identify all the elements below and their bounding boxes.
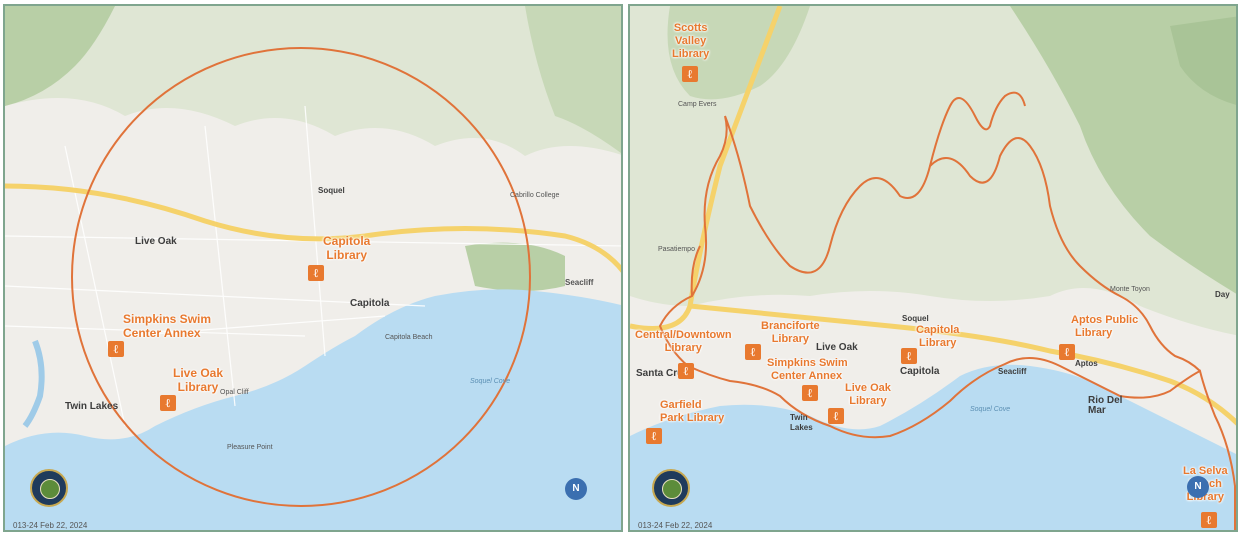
place-twin-lakes: Twin Lakes xyxy=(790,413,813,432)
library-label-capitola: Capitola Library xyxy=(916,324,959,350)
library-icon[interactable]: ℓ xyxy=(828,408,844,424)
library-name-line3: Library xyxy=(672,48,710,60)
place-capitola: Capitola xyxy=(350,298,390,309)
right-map-panel[interactable]: Live Oak Soquel Capitola Seacliff Aptos … xyxy=(628,4,1238,532)
county-seal-logo xyxy=(30,469,68,507)
library-name-line1: Capitola xyxy=(916,324,960,336)
place-pleasure-point: Pleasure Point xyxy=(227,444,273,451)
library-icon[interactable]: ℓ xyxy=(646,428,662,444)
library-label-scotts-valley: Scotts Valley Library xyxy=(672,22,709,61)
place-aptos: Aptos xyxy=(1075,359,1098,368)
library-icon[interactable]: ℓ xyxy=(802,385,818,401)
place-capitola: Capitola xyxy=(900,366,940,377)
library-name-line2: Valley xyxy=(675,35,707,47)
map-footer: 013-24 Feb 22, 2024 xyxy=(13,521,88,530)
library-name-line2: Center Annex xyxy=(123,326,201,340)
library-icon[interactable]: ℓ xyxy=(901,348,917,364)
place-soquel-cove: Soquel Cove xyxy=(470,378,511,385)
library-label-aptos: Aptos Public Library xyxy=(1071,314,1138,340)
place-seacliff: Seacliff xyxy=(565,278,594,287)
library-label-capitola: Capitola Library xyxy=(323,234,370,262)
library-label-live-oak: Live Oak Library xyxy=(173,366,223,394)
place-seacliff: Seacliff xyxy=(998,367,1027,376)
library-icon[interactable]: ℓ xyxy=(108,341,124,357)
library-name-line2: Library xyxy=(919,337,957,349)
library-name-line1: Live Oak xyxy=(845,382,891,394)
library-name-line2: Library xyxy=(771,333,809,345)
library-label-garfield-park: Garfield Park Library xyxy=(660,399,724,425)
library-label-simpkins: Simpkins Swim Center Annex xyxy=(123,312,211,340)
place-santa-cruz: Santa Cruz xyxy=(636,368,689,379)
place-cabrillo-college: Cabrillo College xyxy=(510,192,560,199)
library-icon[interactable]: ℓ xyxy=(745,344,761,360)
library-name-line2: Library xyxy=(849,395,887,407)
library-name-line2: Library xyxy=(664,342,702,354)
library-name-line1: Aptos Public xyxy=(1071,314,1139,326)
left-map-panel[interactable]: Live Oak Soquel Capitola Twin Lakes Opal… xyxy=(3,4,623,532)
library-icon[interactable]: ℓ xyxy=(682,66,698,82)
library-label-simpkins: Simpkins Swim Center Annex xyxy=(767,357,848,383)
place-soquel: Soquel xyxy=(318,186,345,195)
place-day-valley: Day xyxy=(1215,290,1230,299)
library-label-branciforte: Branciforte Library xyxy=(761,320,820,346)
place-capitola-beach: Capitola Beach xyxy=(385,334,433,341)
right-map-background xyxy=(630,6,1236,530)
library-name-line2: Center Annex xyxy=(771,370,843,382)
library-icon[interactable]: ℓ xyxy=(678,363,694,379)
county-seal-logo xyxy=(652,469,690,507)
place-rio-del-mar: Rio Del Mar xyxy=(1088,395,1123,416)
left-map-background xyxy=(5,6,621,530)
library-name-line2: Library xyxy=(1075,327,1113,339)
library-name-line1: Central/Downtown xyxy=(635,329,732,341)
library-name-line1: Branciforte xyxy=(761,320,820,332)
library-name-line1: Simpkins Swim xyxy=(123,312,212,326)
place-live-oak: Live Oak xyxy=(135,236,177,247)
library-name-line2: Library xyxy=(177,380,219,394)
library-icon[interactable]: ℓ xyxy=(1201,512,1217,528)
place-soquel-cove: Soquel Cove xyxy=(970,406,1011,413)
library-label-central-downtown: Central/Downtown Library xyxy=(635,329,732,355)
library-name-line1: Simpkins Swim xyxy=(767,357,848,369)
place-pasatiempo: Pasatiempo xyxy=(658,246,695,253)
library-icon[interactable]: ℓ xyxy=(308,265,324,281)
library-name-line2: Park Library xyxy=(660,412,725,424)
library-name-line1: Garfield xyxy=(660,399,702,411)
place-camp-evers: Camp Evers xyxy=(678,101,717,108)
library-name-line1: Capitola xyxy=(323,234,371,248)
library-name-line2: Library xyxy=(326,248,368,262)
place-live-oak: Live Oak xyxy=(816,342,858,353)
library-icon[interactable]: ℓ xyxy=(1059,344,1075,360)
place-twin-lakes: Twin Lakes xyxy=(65,401,119,412)
place-opal-cliff: Opal Cliff xyxy=(220,389,249,396)
north-arrow-icon: N xyxy=(559,472,593,506)
map-footer: 013-24 Feb 22, 2024 xyxy=(638,521,713,530)
library-icon[interactable]: ℓ xyxy=(160,395,176,411)
library-name-line1: La Selva xyxy=(1183,465,1228,477)
place-monte-toyon: Monte Toyon xyxy=(1110,286,1150,293)
library-name-line1: Scotts xyxy=(673,22,708,34)
library-label-live-oak: Live Oak Library xyxy=(845,382,891,408)
library-name-line1: Live Oak xyxy=(173,366,224,380)
place-soquel: Soquel xyxy=(902,314,929,323)
north-arrow-icon: N xyxy=(1181,470,1215,504)
